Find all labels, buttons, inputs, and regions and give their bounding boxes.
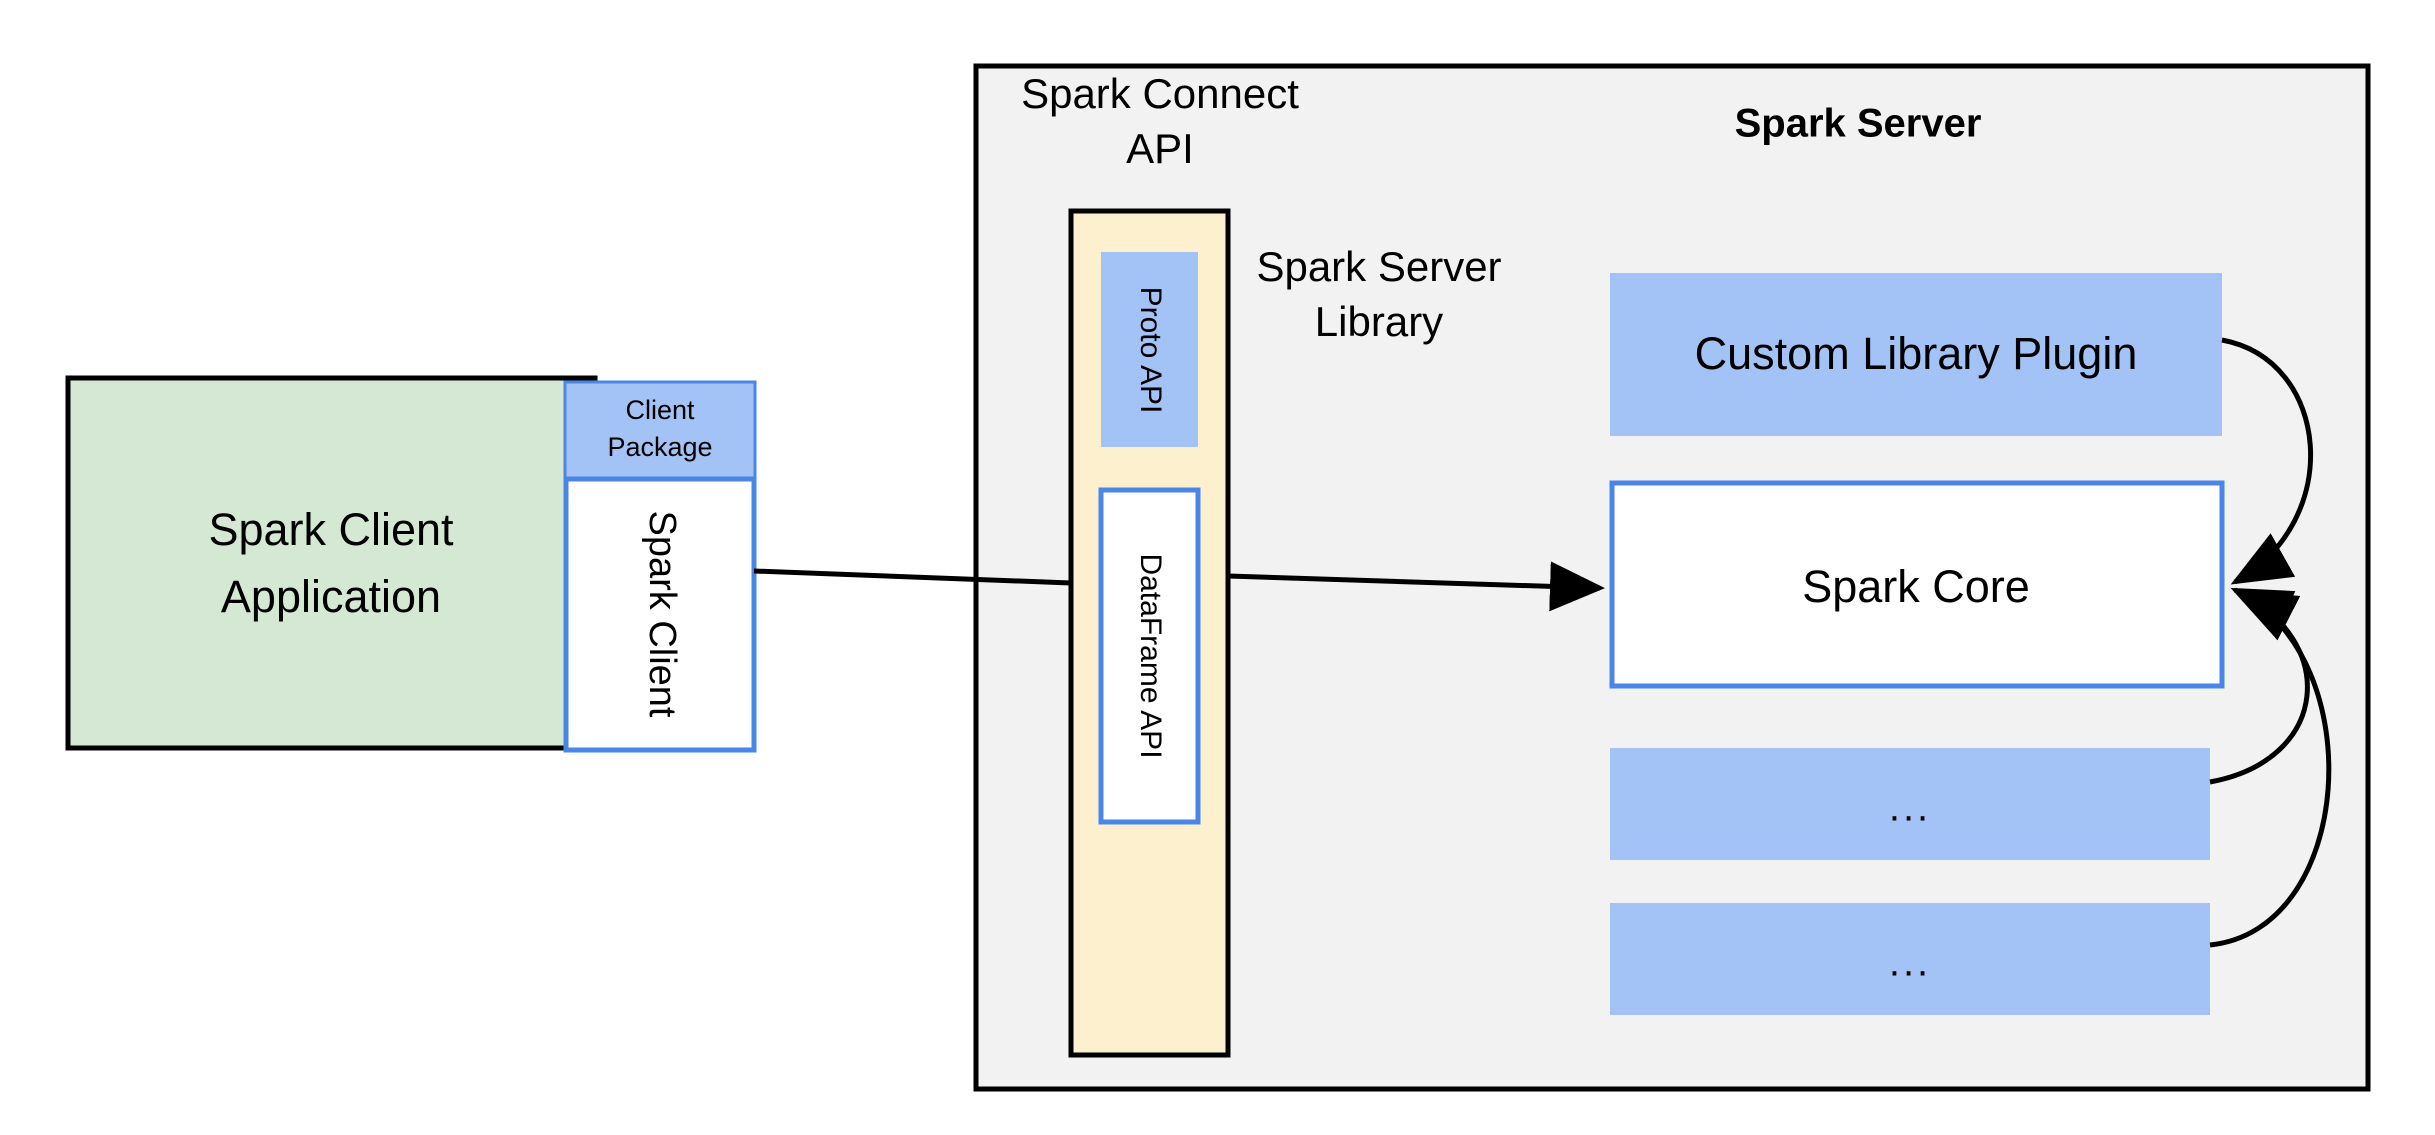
spark-core-label: Spark Core: [1802, 561, 2030, 612]
ellipsis-box-1-label: ...: [1889, 786, 1931, 830]
connector-ellipsis2-to-core: [2209, 590, 2332, 948]
spark-connect-api-label-line2: API: [1126, 125, 1194, 172]
proto-api-box: [1101, 252, 1198, 447]
connector-library-to-core: [1227, 561, 1605, 612]
spark-server-title: Spark Server: [1735, 102, 1982, 146]
spark-server-library-label-line1: Spark Server: [1256, 243, 1501, 290]
custom-library-plugin-label: Custom Library Plugin: [1695, 328, 2138, 379]
ellipsis-box-2-label: ...: [1889, 941, 1931, 985]
ellipsis-box-1: [1610, 748, 2210, 860]
spark-client-application-box: [65, 375, 598, 751]
dataframe-api-label: DataFrame API: [1134, 553, 1167, 758]
spark-server-library-label-line2: Library: [1315, 298, 1443, 345]
spark-client-application-label-line1: Spark Client: [208, 504, 454, 555]
spark-client-application-label-line2: Application: [221, 571, 441, 622]
spark-client-box: [563, 476, 757, 753]
dataframe-api-box: [1098, 487, 1201, 825]
client-package-label-line1: Client: [625, 395, 695, 425]
connector-plugin-to-core: [2221, 337, 2313, 585]
connector-client-to-library: [753, 568, 1072, 586]
custom-library-plugin-box: [1610, 273, 2222, 436]
spark-connect-api-label-line1: Spark Connect: [1021, 70, 1299, 117]
client-package-box: [563, 380, 757, 480]
client-package-label-line2: Package: [607, 432, 712, 462]
ellipsis-box-2: [1610, 903, 2210, 1015]
proto-api-label: Proto API: [1134, 287, 1167, 414]
spark-client-label: Spark Client: [641, 511, 683, 718]
spark-core-box: [1609, 480, 2225, 689]
